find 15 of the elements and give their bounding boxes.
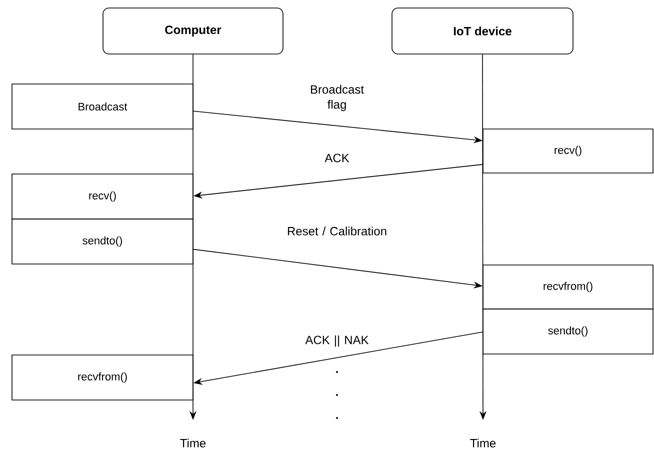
axis-label: Time [180, 438, 206, 448]
process-box: recv() [12, 174, 194, 220]
process-box: recvfrom() [12, 354, 194, 400]
edge-label: Reset / Calibration [288, 226, 386, 236]
edge-label: ACK [324, 154, 350, 162]
process-box: Broadcast [12, 84, 194, 130]
process-box: sendto() [482, 308, 654, 354]
process-box: recvfrom() [482, 264, 654, 310]
axis-label: Time [470, 438, 496, 448]
process-box: sendto() [12, 218, 194, 264]
participant-box: IoT device [392, 8, 574, 54]
edge-label: Broadcast flag [310, 84, 364, 112]
process-box: recv() [482, 128, 654, 174]
participant-box: Computer [102, 8, 284, 54]
edge-label: ACK || NAK [305, 335, 369, 347]
